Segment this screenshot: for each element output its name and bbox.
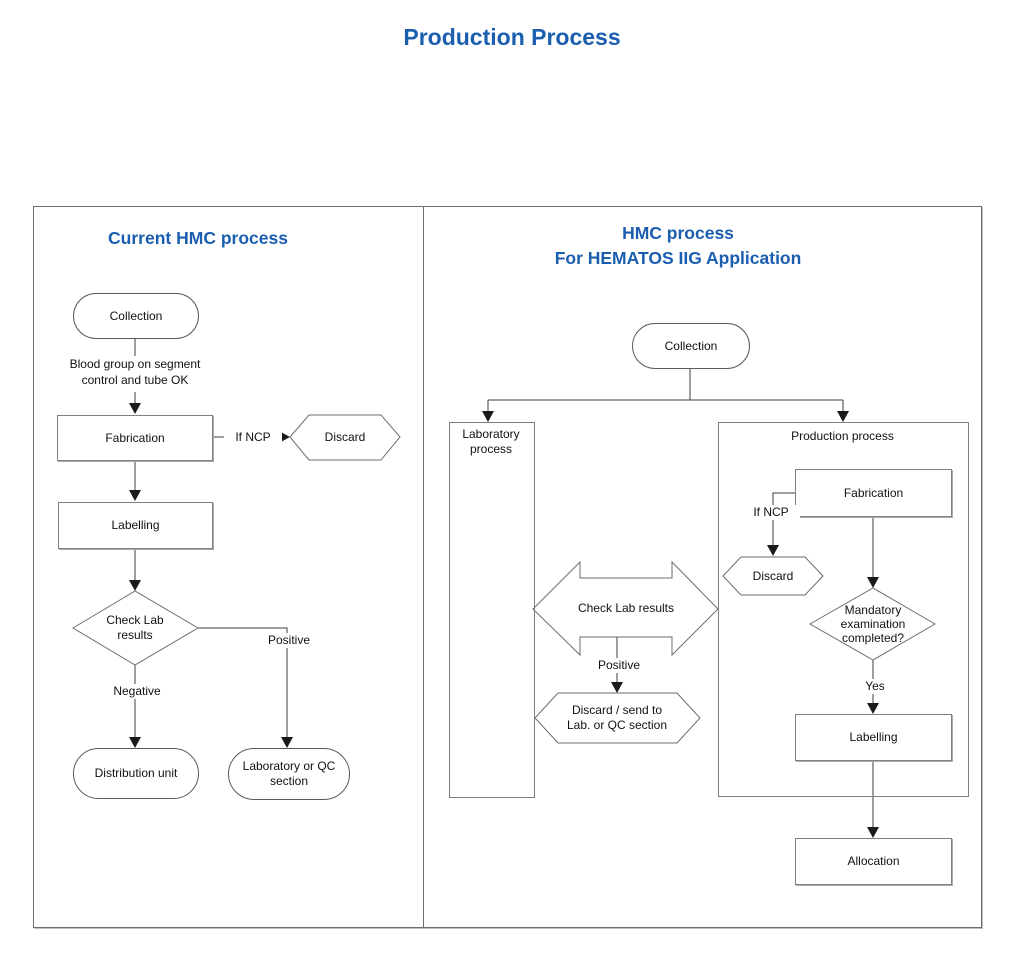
- discard-label-right: Discard: [752, 569, 794, 583]
- distribution-unit-node: Distribution unit: [73, 748, 199, 799]
- allocation-label: Allocation: [847, 854, 900, 868]
- discard-label-left: Discard: [324, 430, 366, 444]
- laboratory-process-container: [449, 422, 535, 798]
- allocation-node: Allocation: [795, 838, 952, 885]
- check-lab-text: Check Lab results: [106, 613, 164, 642]
- edge-positive: [198, 627, 288, 738]
- arrowhead: [129, 490, 141, 501]
- check-lab-label-right: Check Lab results: [577, 601, 675, 615]
- check-lab-label-left: Check Lab results: [85, 591, 185, 665]
- discard-send-text: Discard / send to Lab. or QC section: [566, 703, 668, 732]
- distribution-unit-label: Distribution unit: [94, 766, 178, 780]
- production-process-label: Production process: [791, 429, 894, 443]
- labelling-label-right: Labelling: [849, 730, 898, 744]
- if-ncp-label-right: If NCP: [742, 505, 800, 520]
- blood-group-note: Blood group on segment control and tube …: [69, 357, 201, 387]
- arrowhead: [867, 827, 879, 838]
- fabrication-label: Fabrication: [105, 430, 165, 445]
- panel-divider: [423, 206, 424, 927]
- lab-or-qc-label: Laboratory or QC section: [242, 759, 336, 788]
- labelling-node-left: Labelling: [58, 502, 213, 549]
- discard-hexagon-right: [722, 556, 824, 596]
- arrowhead: [767, 545, 779, 556]
- arrowhead: [281, 737, 293, 748]
- arrowhead: [129, 403, 141, 414]
- edge-ifncp: [772, 492, 795, 546]
- labelling-label: Labelling: [111, 518, 160, 532]
- mandatory-exam-text: Mandatory examination completed?: [840, 603, 906, 645]
- arrowhead: [482, 411, 494, 422]
- production-process-container: [718, 422, 969, 797]
- arrowhead: [129, 580, 141, 591]
- arrowhead: [129, 737, 141, 748]
- collection-label-right: Collection: [664, 338, 718, 353]
- arrowhead: [837, 411, 849, 422]
- page-title: Production Process: [403, 24, 621, 50]
- positive-label-left: Positive: [256, 633, 322, 648]
- arrowhead: [611, 682, 623, 693]
- arrowhead: [867, 577, 879, 588]
- check-lab-diamond: [72, 590, 199, 666]
- fabrication-node-right: Fabrication: [795, 469, 952, 517]
- mandatory-exam-label: Mandatory examination completed?: [823, 585, 923, 663]
- yes-label: Yes: [849, 679, 901, 694]
- right-panel-title: HMC process For HEMATOS IIG Application: [428, 221, 928, 271]
- right-panel-title-line1: HMC process: [622, 223, 734, 243]
- left-panel-title: Current HMC process: [108, 228, 288, 248]
- fabrication-node-left: Fabrication: [57, 415, 213, 461]
- discard-send-label: Discard / send to Lab. or QC section: [559, 693, 675, 743]
- discard-hexagon-left: [289, 414, 401, 461]
- arrowhead: [867, 703, 879, 714]
- collection-node-left: Collection: [73, 293, 199, 339]
- fabrication-label-right: Fabrication: [843, 485, 904, 500]
- mandatory-exam-diamond: [808, 587, 936, 661]
- collection-node-right: Collection: [632, 323, 750, 369]
- positive-label-right: Positive: [586, 658, 652, 673]
- lab-or-qc-node: Laboratory or QC section: [228, 748, 350, 800]
- right-panel-title-line2: For HEMATOS IIG Application: [554, 248, 802, 268]
- collection-label: Collection: [109, 308, 163, 323]
- labelling-node-right: Labelling: [795, 714, 952, 761]
- discard-send-hexagon: [534, 692, 701, 744]
- if-ncp-label-left: If NCP: [224, 430, 282, 445]
- negative-label: Negative: [101, 684, 173, 699]
- laboratory-process-label: Laboratory process: [462, 427, 520, 456]
